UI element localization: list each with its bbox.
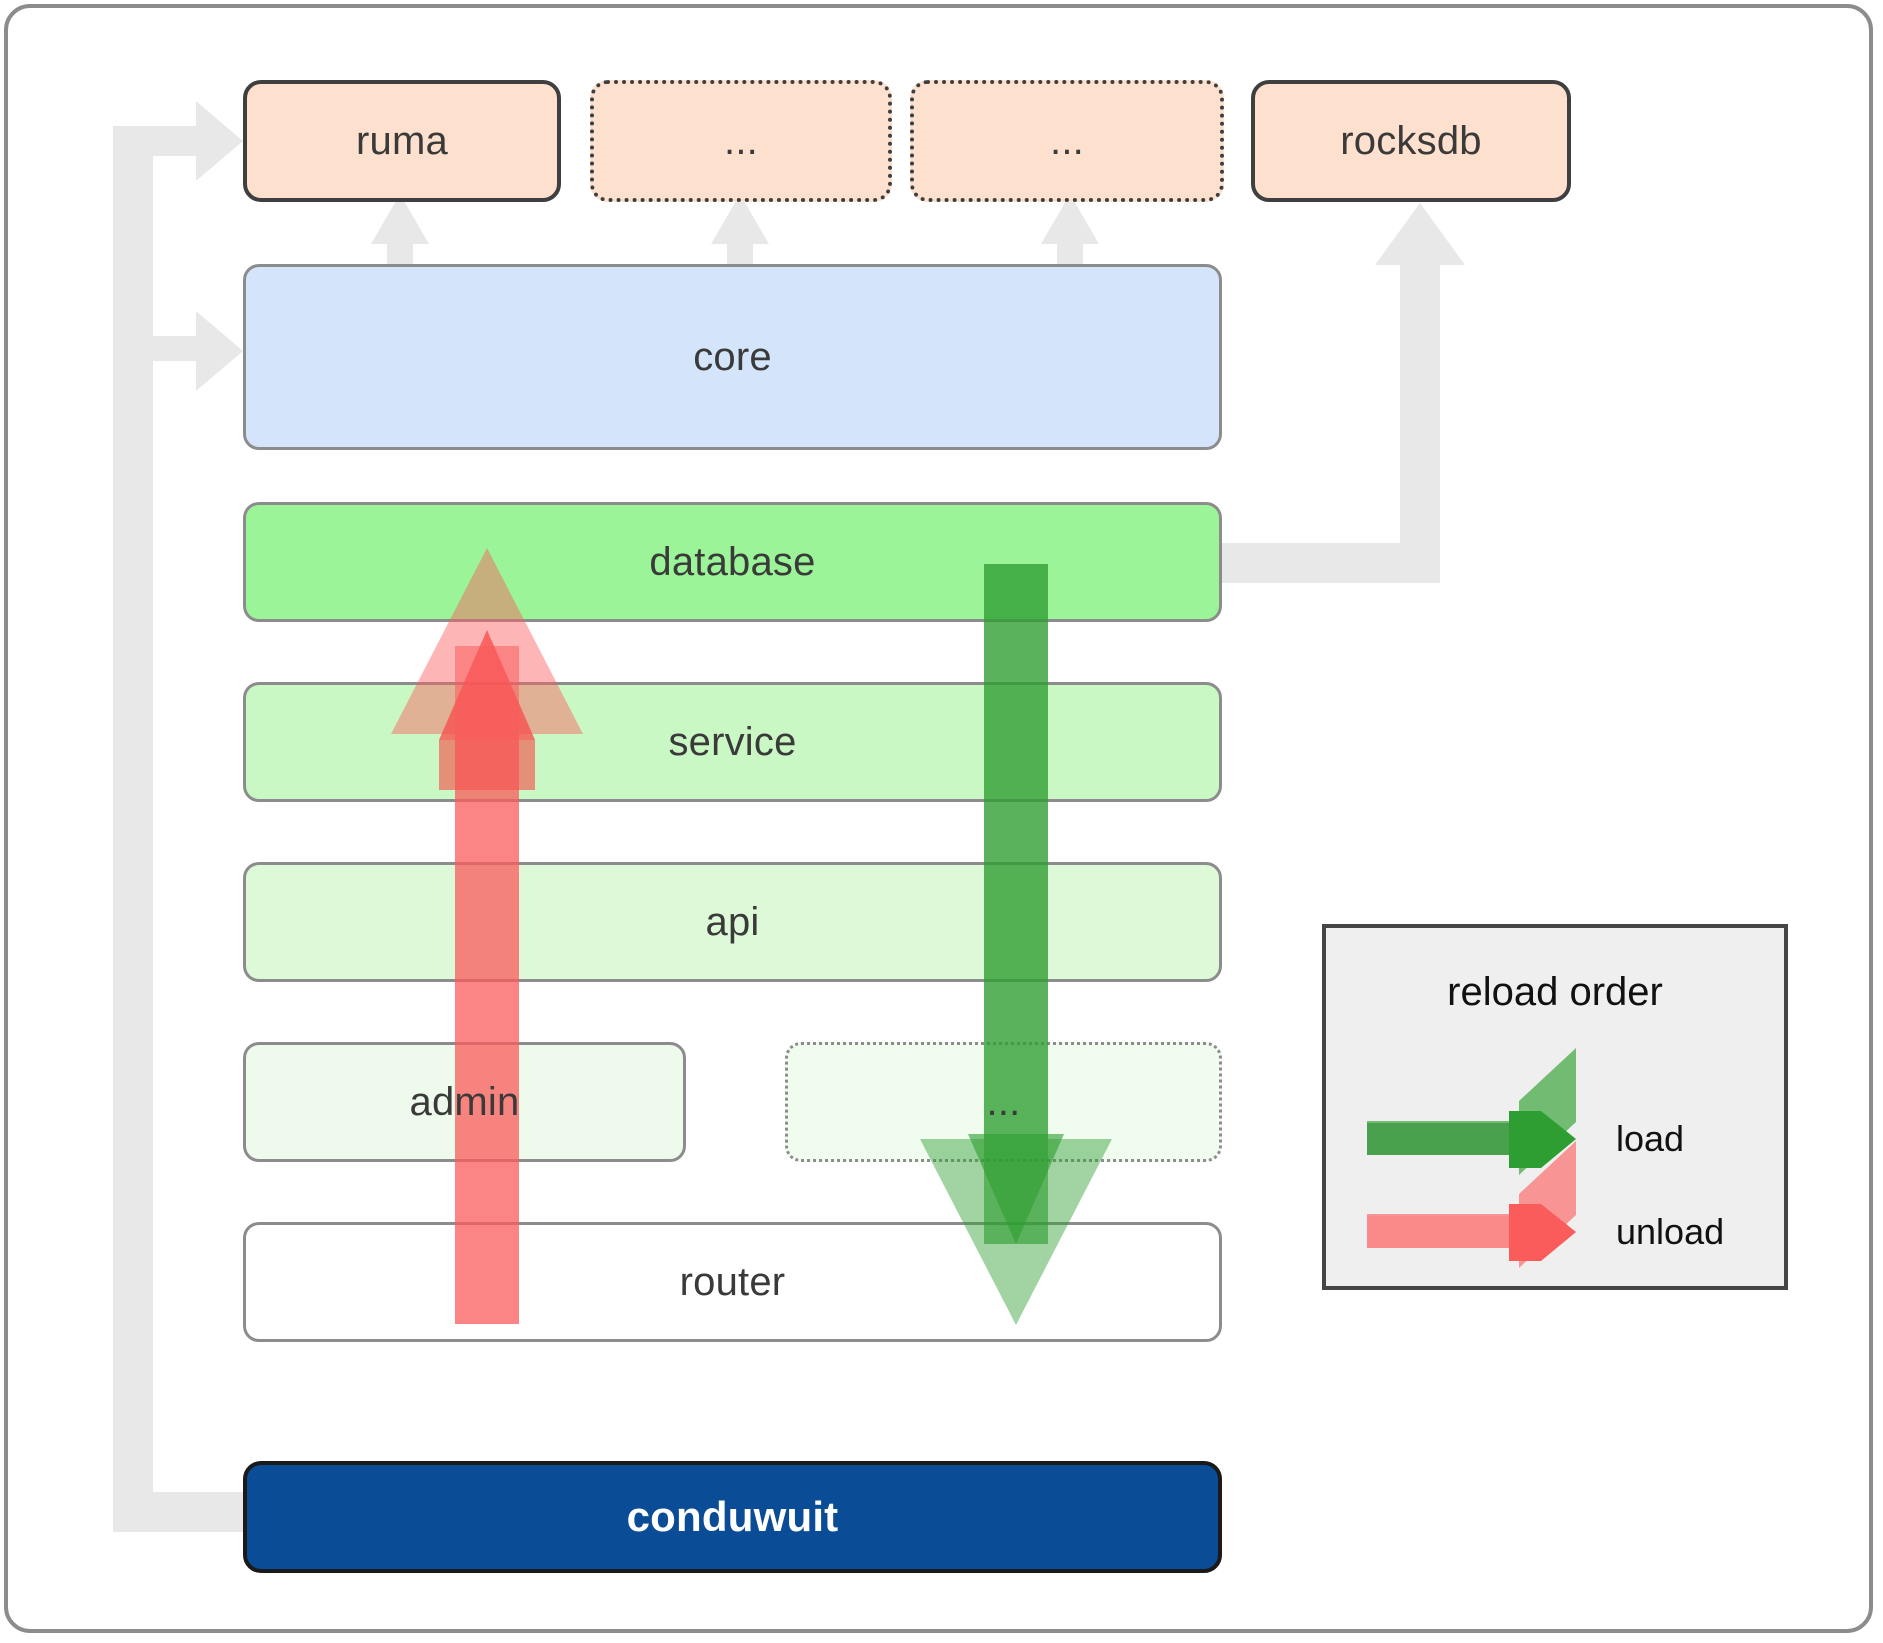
crate-box-api[interactable]: api: [243, 862, 1222, 982]
legend-unload-arrow: [1367, 1141, 1576, 1268]
crate-label-database: database: [649, 539, 816, 584]
dependency-box-more-1[interactable]: ...: [590, 80, 892, 202]
load-arrow-big: [920, 564, 1112, 1325]
crate-label-admin: admin: [409, 1079, 520, 1124]
dependency-label-ruma: ruma: [356, 118, 448, 163]
crate-box-router[interactable]: router: [243, 1222, 1222, 1342]
dependency-label-more-2: ...: [1050, 118, 1084, 163]
core-label: core: [693, 334, 772, 379]
legend-label-unload: unload: [1616, 1211, 1725, 1252]
crate-label-api: api: [705, 899, 760, 944]
dependency-label-rocksdb: rocksdb: [1340, 118, 1482, 163]
crate-label-service: service: [668, 719, 797, 764]
crate-label-more: ...: [986, 1079, 1021, 1124]
crate-label-router: router: [679, 1259, 786, 1304]
legend-load-arrow: [1367, 1048, 1576, 1175]
crate-box-database[interactable]: database: [243, 502, 1222, 622]
legend-arrows: [1367, 1048, 1576, 1268]
legend-label-load: load: [1616, 1118, 1685, 1159]
dependency-box-more-2[interactable]: ...: [910, 80, 1224, 202]
unload-arrow-big: [391, 548, 583, 1324]
core-to-dependency-arrow-bodies: [371, 194, 1099, 264]
rocksdb-connector-group: [1222, 203, 1465, 583]
binary-label-conduwuit: conduwuit: [626, 1493, 839, 1540]
binary-box-conduwuit[interactable]: conduwuit: [243, 1461, 1222, 1573]
crate-box-service[interactable]: service: [243, 682, 1222, 802]
dependency-box-rocksdb[interactable]: rocksdb: [1251, 80, 1571, 202]
left-connector-group: [113, 101, 243, 1532]
legend-panel: reload order load unload: [1322, 924, 1788, 1290]
dependency-box-ruma[interactable]: ruma: [243, 80, 561, 202]
core-box[interactable]: core: [243, 264, 1222, 450]
dependency-label-more-1: ...: [724, 118, 758, 163]
legend-title: reload order: [1447, 970, 1663, 1014]
